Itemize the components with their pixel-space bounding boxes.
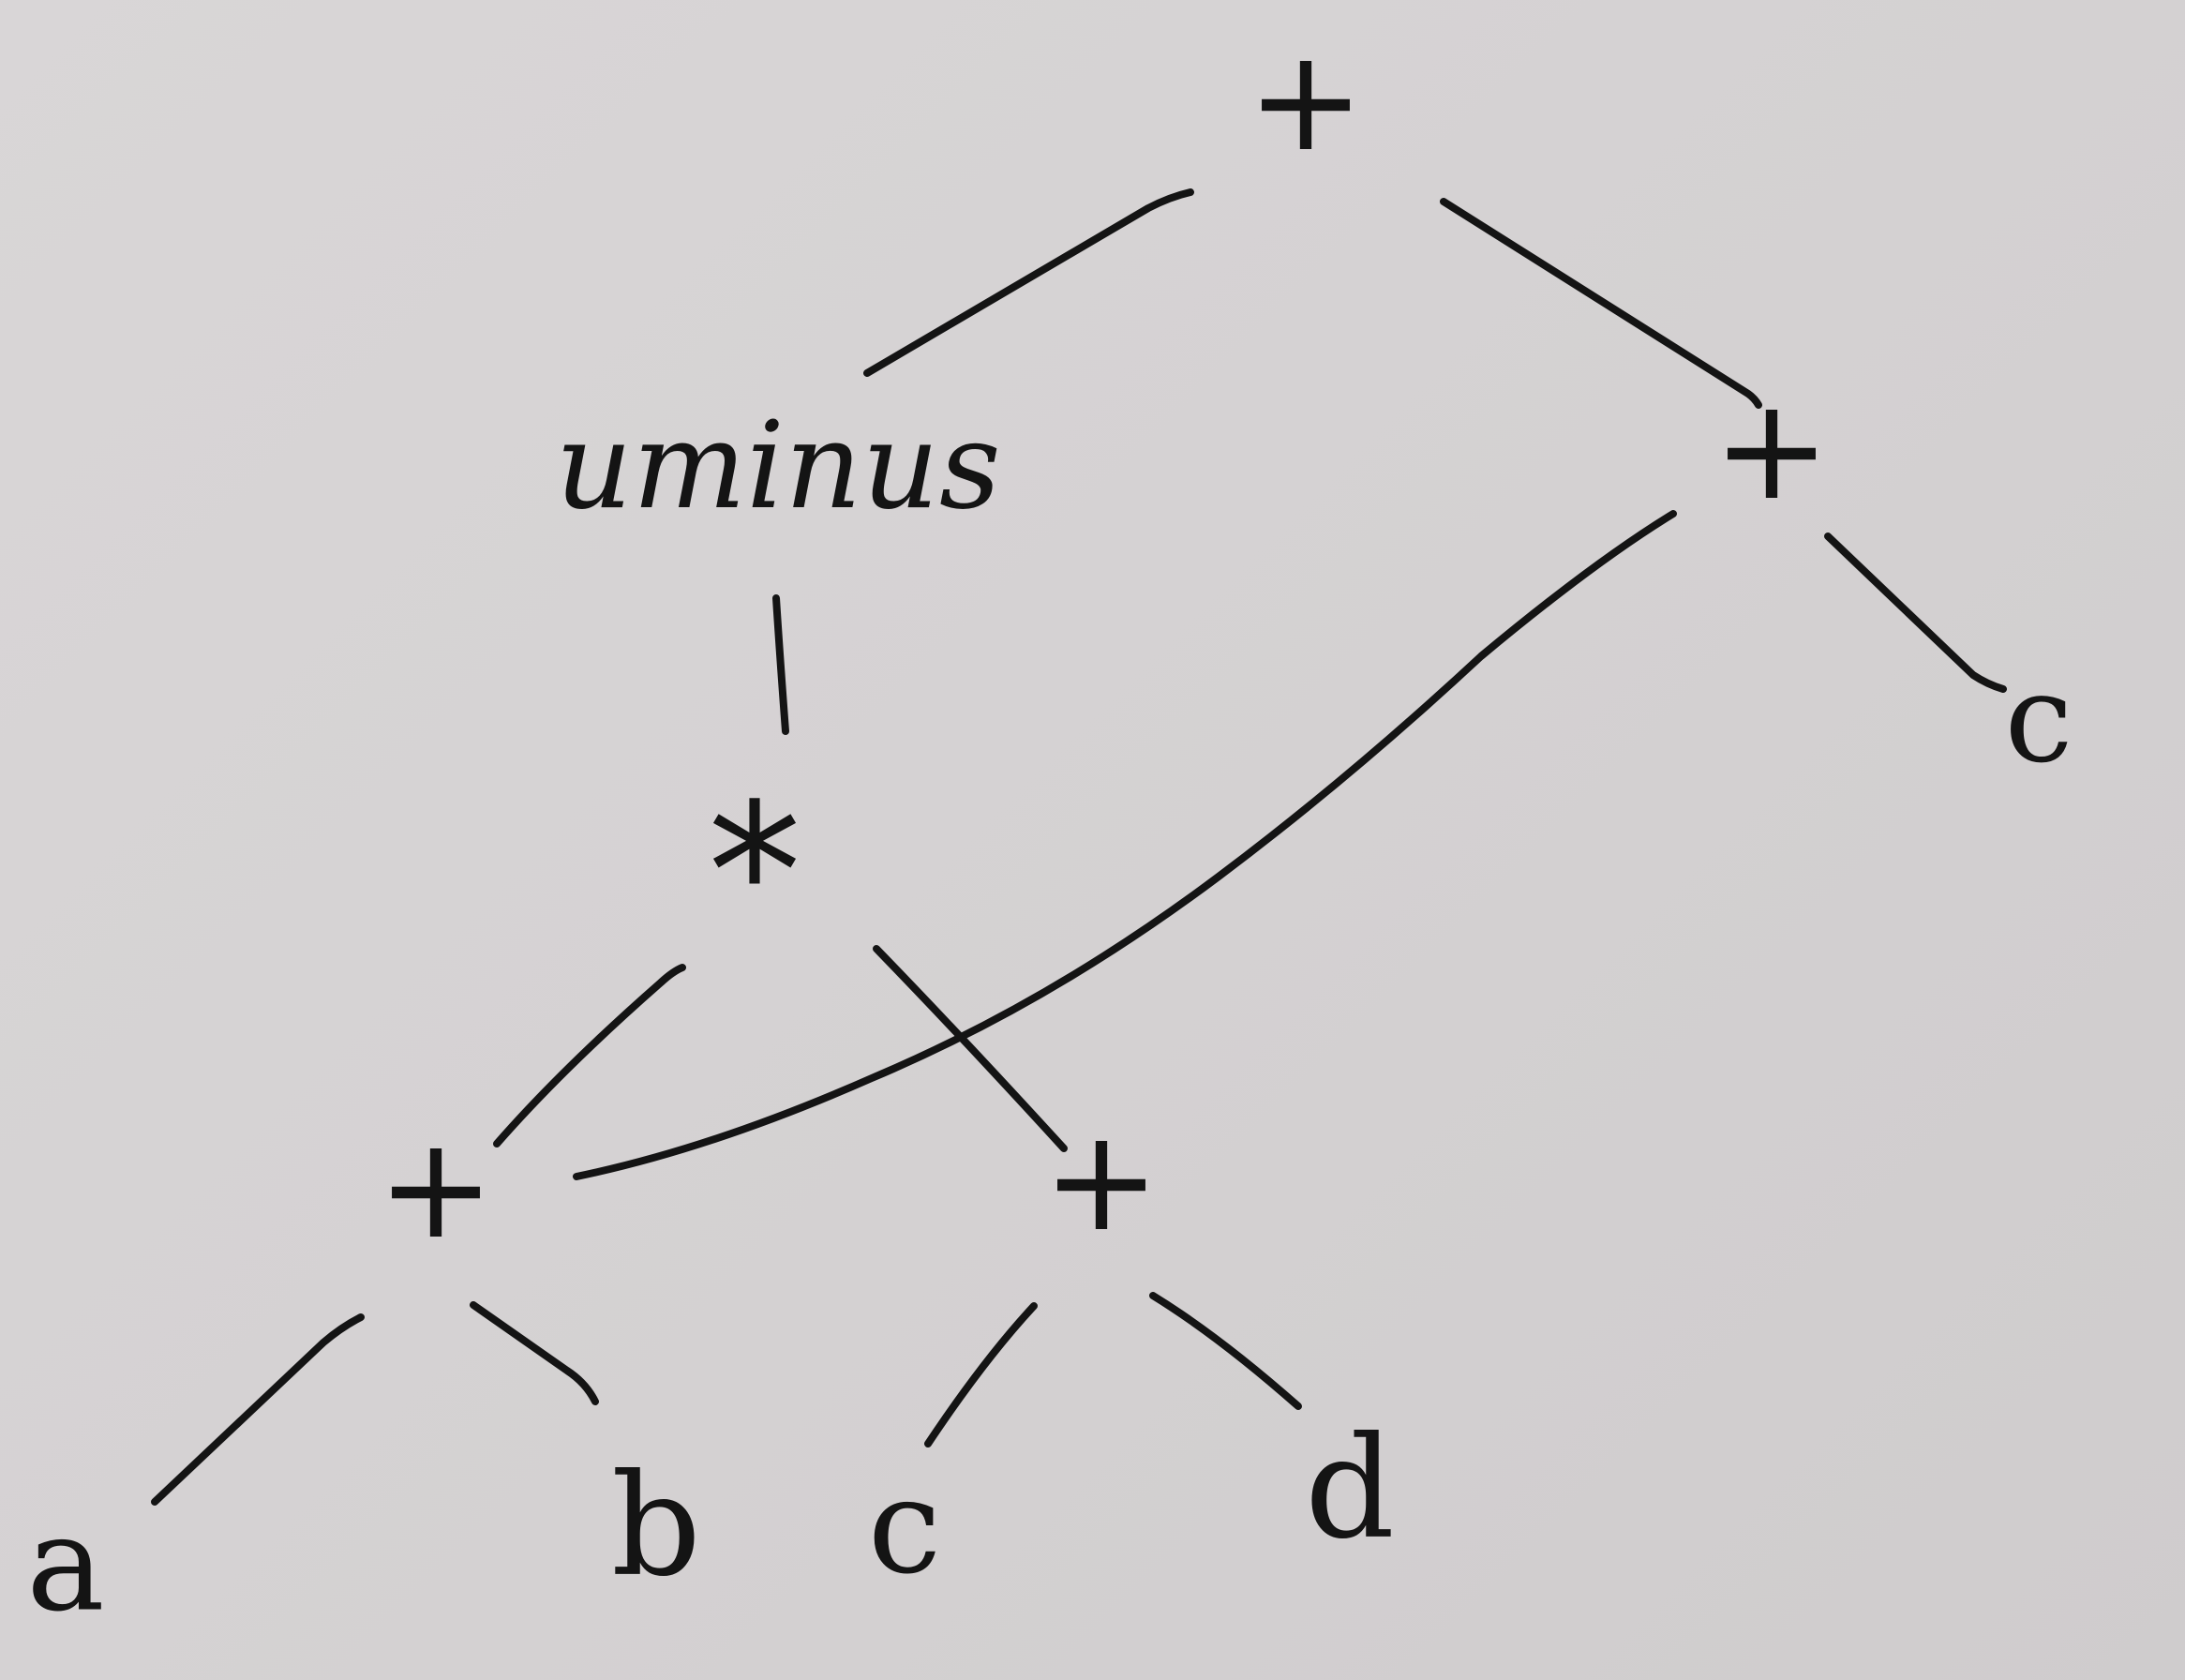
node-root-plus: + <box>1247 20 1365 183</box>
node-uminus: uminus <box>555 397 1000 536</box>
edge-plus-mid-to-c <box>924 1302 1038 1448</box>
nodes: + uminus + c * + + a b c d <box>26 20 2073 1642</box>
node-plus-left: + <box>377 1107 495 1270</box>
node-leaf-c-top: c <box>2005 648 2073 790</box>
edge-root-to-uminus <box>863 188 1194 377</box>
edge-plus-mid-to-d <box>1149 1292 1302 1410</box>
edge-plus-left-to-a <box>151 1313 365 1506</box>
node-leaf-a: a <box>26 1489 104 1642</box>
edge-uminus-to-times <box>772 594 789 735</box>
edge-plus-right-to-plus-left <box>573 510 1677 1180</box>
edge-root-to-plus-right <box>1440 198 1762 409</box>
node-plus-mid: + <box>1042 1100 1160 1263</box>
edge-times-to-plus-left <box>493 964 686 1148</box>
node-leaf-d: d <box>1305 1407 1395 1570</box>
node-leaf-c: c <box>868 1451 941 1604</box>
node-plus-right: + <box>1713 368 1831 532</box>
edges <box>151 188 2007 1506</box>
node-times: * <box>708 764 801 982</box>
node-leaf-b: b <box>611 1445 701 1608</box>
edge-plus-left-to-b <box>470 1301 599 1405</box>
edge-times-to-plus-mid <box>873 945 1068 1152</box>
edge-plus-right-to-c <box>1824 532 2007 693</box>
